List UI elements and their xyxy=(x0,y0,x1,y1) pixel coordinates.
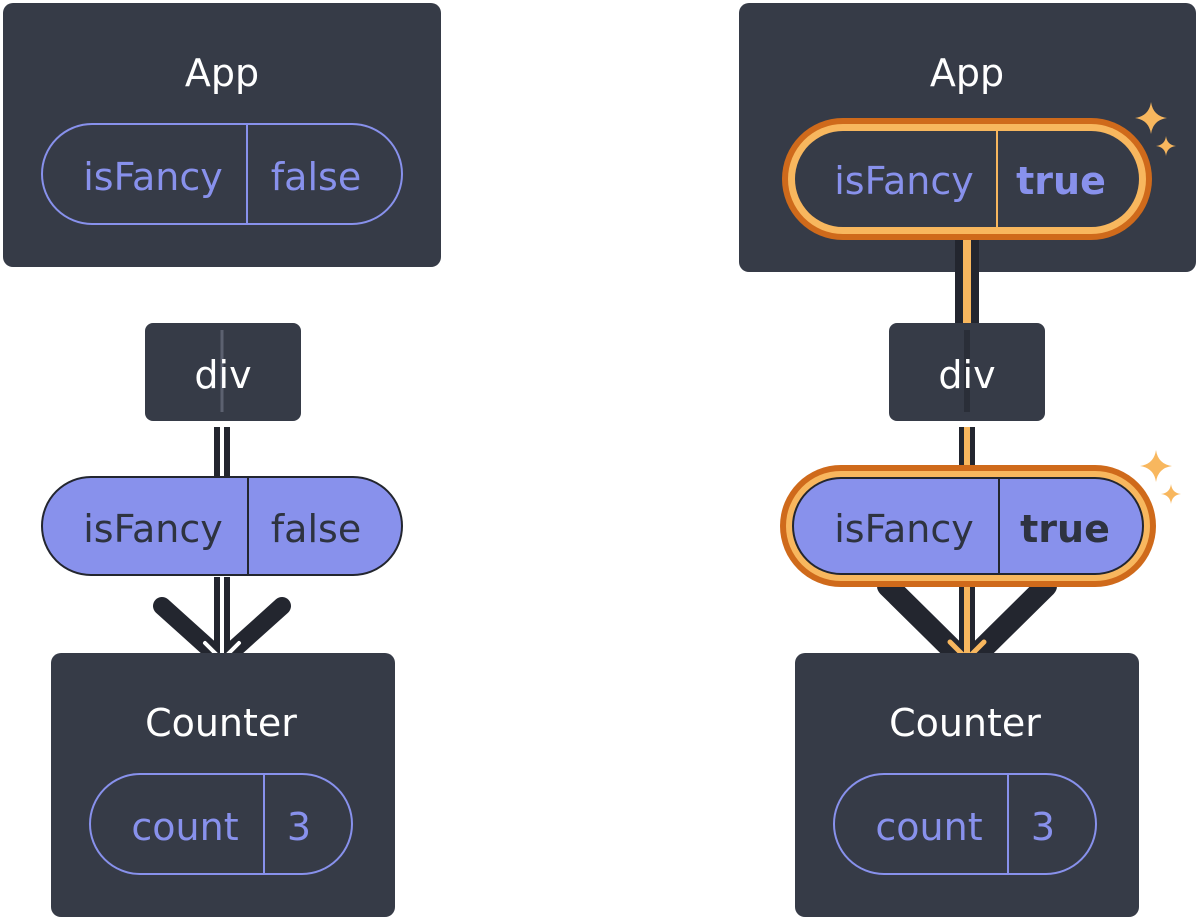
right-app-state-value: true xyxy=(1016,159,1106,203)
right-counter-state-key: count xyxy=(875,805,982,849)
right-prop-sparkle-icon xyxy=(1140,450,1181,504)
right-prop-key: isFancy xyxy=(834,507,973,551)
right-counter-box xyxy=(795,653,1139,917)
left-arrow xyxy=(153,577,291,669)
right-app-state-key: isFancy xyxy=(834,159,973,203)
right-app-state-pill: isFancy true xyxy=(782,118,1152,240)
left-counter-state-key: count xyxy=(131,805,238,849)
left-app-state-value: false xyxy=(271,155,361,199)
left-div-title: div xyxy=(194,353,251,397)
right-arrow xyxy=(877,575,1057,675)
right-div-title: div xyxy=(938,353,995,397)
left-app-box xyxy=(3,3,441,267)
right-prop-value: true xyxy=(1020,507,1110,551)
left-prop-key: isFancy xyxy=(83,507,222,551)
right-counter-title: Counter xyxy=(889,701,1041,745)
left-prop-pill: isFancy false xyxy=(41,476,403,576)
right-prop-pill: isFancy true xyxy=(780,465,1156,587)
left-counter-box xyxy=(51,653,395,917)
left-app-state-pill: isFancy false xyxy=(41,123,403,225)
left-counter-title: Counter xyxy=(145,701,297,745)
right-counter-state-value: 3 xyxy=(1031,805,1055,849)
left-app-state-key: isFancy xyxy=(83,155,222,199)
right-app-sparkle-icon xyxy=(1135,102,1176,156)
left-app-title: App xyxy=(185,51,259,95)
right-counter-state-pill: count 3 xyxy=(833,773,1097,875)
right-tree: App isFancy true div xyxy=(739,3,1196,917)
left-counter-state-pill: count 3 xyxy=(89,773,353,875)
left-counter-state-value: 3 xyxy=(287,805,311,849)
right-app-title: App xyxy=(930,51,1004,95)
left-tree: App isFancy false div isFancy false xyxy=(3,3,441,917)
left-prop-value: false xyxy=(271,507,361,551)
